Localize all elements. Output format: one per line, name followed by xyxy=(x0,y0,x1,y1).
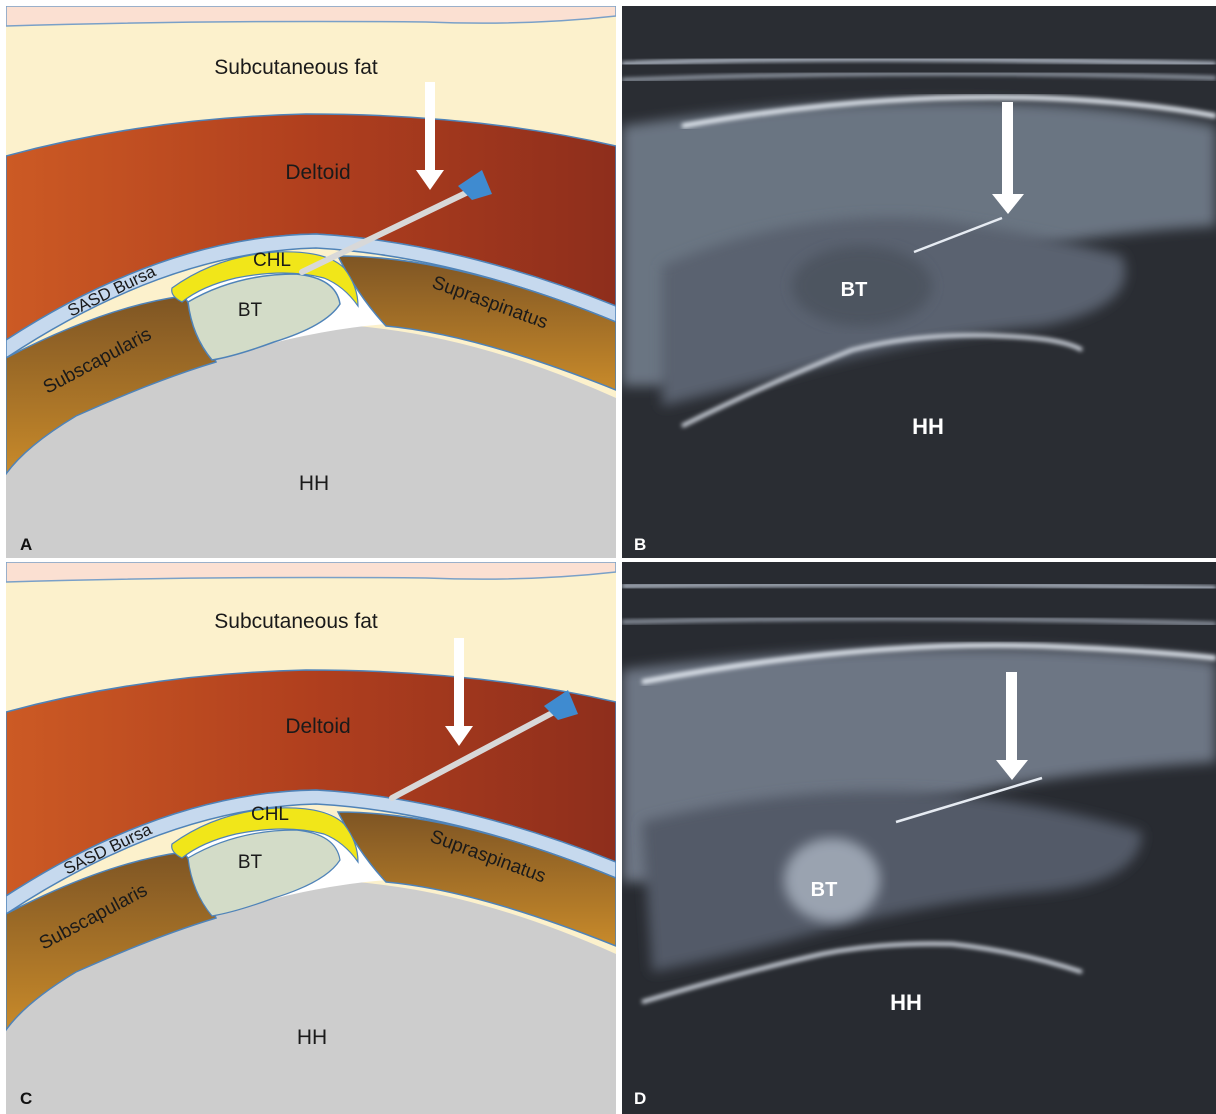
label-bt: BT xyxy=(238,852,263,873)
label-hh: HH xyxy=(299,472,329,495)
label-subcutaneous-fat: Subcutaneous fat xyxy=(214,610,378,633)
schematic-diagram: Subcutaneous fat Deltoid CHL SASD Bursa … xyxy=(6,562,616,1114)
ultrasound-image: BT HH B xyxy=(622,6,1216,558)
schematic-diagram: Subcutaneous fat Deltoid CHL SASD Bursa … xyxy=(6,6,616,558)
panel-letter-b: B xyxy=(634,535,646,554)
panel-c-schematic: Subcutaneous fat Deltoid CHL SASD Bursa … xyxy=(6,562,616,1114)
label-chl: CHL xyxy=(253,250,291,271)
label-deltoid: Deltoid xyxy=(285,161,350,184)
arrow-shaft xyxy=(1006,672,1017,764)
label-bt: BT xyxy=(811,879,838,901)
panel-letter-a: A xyxy=(20,535,32,554)
arrow-shaft xyxy=(425,82,435,174)
arrow-shaft xyxy=(1002,102,1013,198)
arrow-shaft xyxy=(454,638,464,730)
label-deltoid: Deltoid xyxy=(285,715,350,738)
label-hh: HH xyxy=(912,414,944,439)
panel-letter-d: D xyxy=(634,1089,646,1108)
label-hh: HH xyxy=(297,1026,327,1049)
panel-b-ultrasound: BT HH B xyxy=(622,6,1216,558)
label-chl: CHL xyxy=(251,804,289,825)
label-bt: BT xyxy=(238,300,263,321)
label-subcutaneous-fat: Subcutaneous fat xyxy=(214,56,378,79)
panel-d-ultrasound: BT HH D xyxy=(622,562,1216,1114)
panel-a-schematic: Subcutaneous fat Deltoid CHL SASD Bursa … xyxy=(6,6,616,558)
label-hh: HH xyxy=(890,990,922,1015)
ultrasound-image: BT HH D xyxy=(622,562,1216,1114)
label-bt: BT xyxy=(841,279,868,301)
panel-letter-c: C xyxy=(20,1089,32,1108)
